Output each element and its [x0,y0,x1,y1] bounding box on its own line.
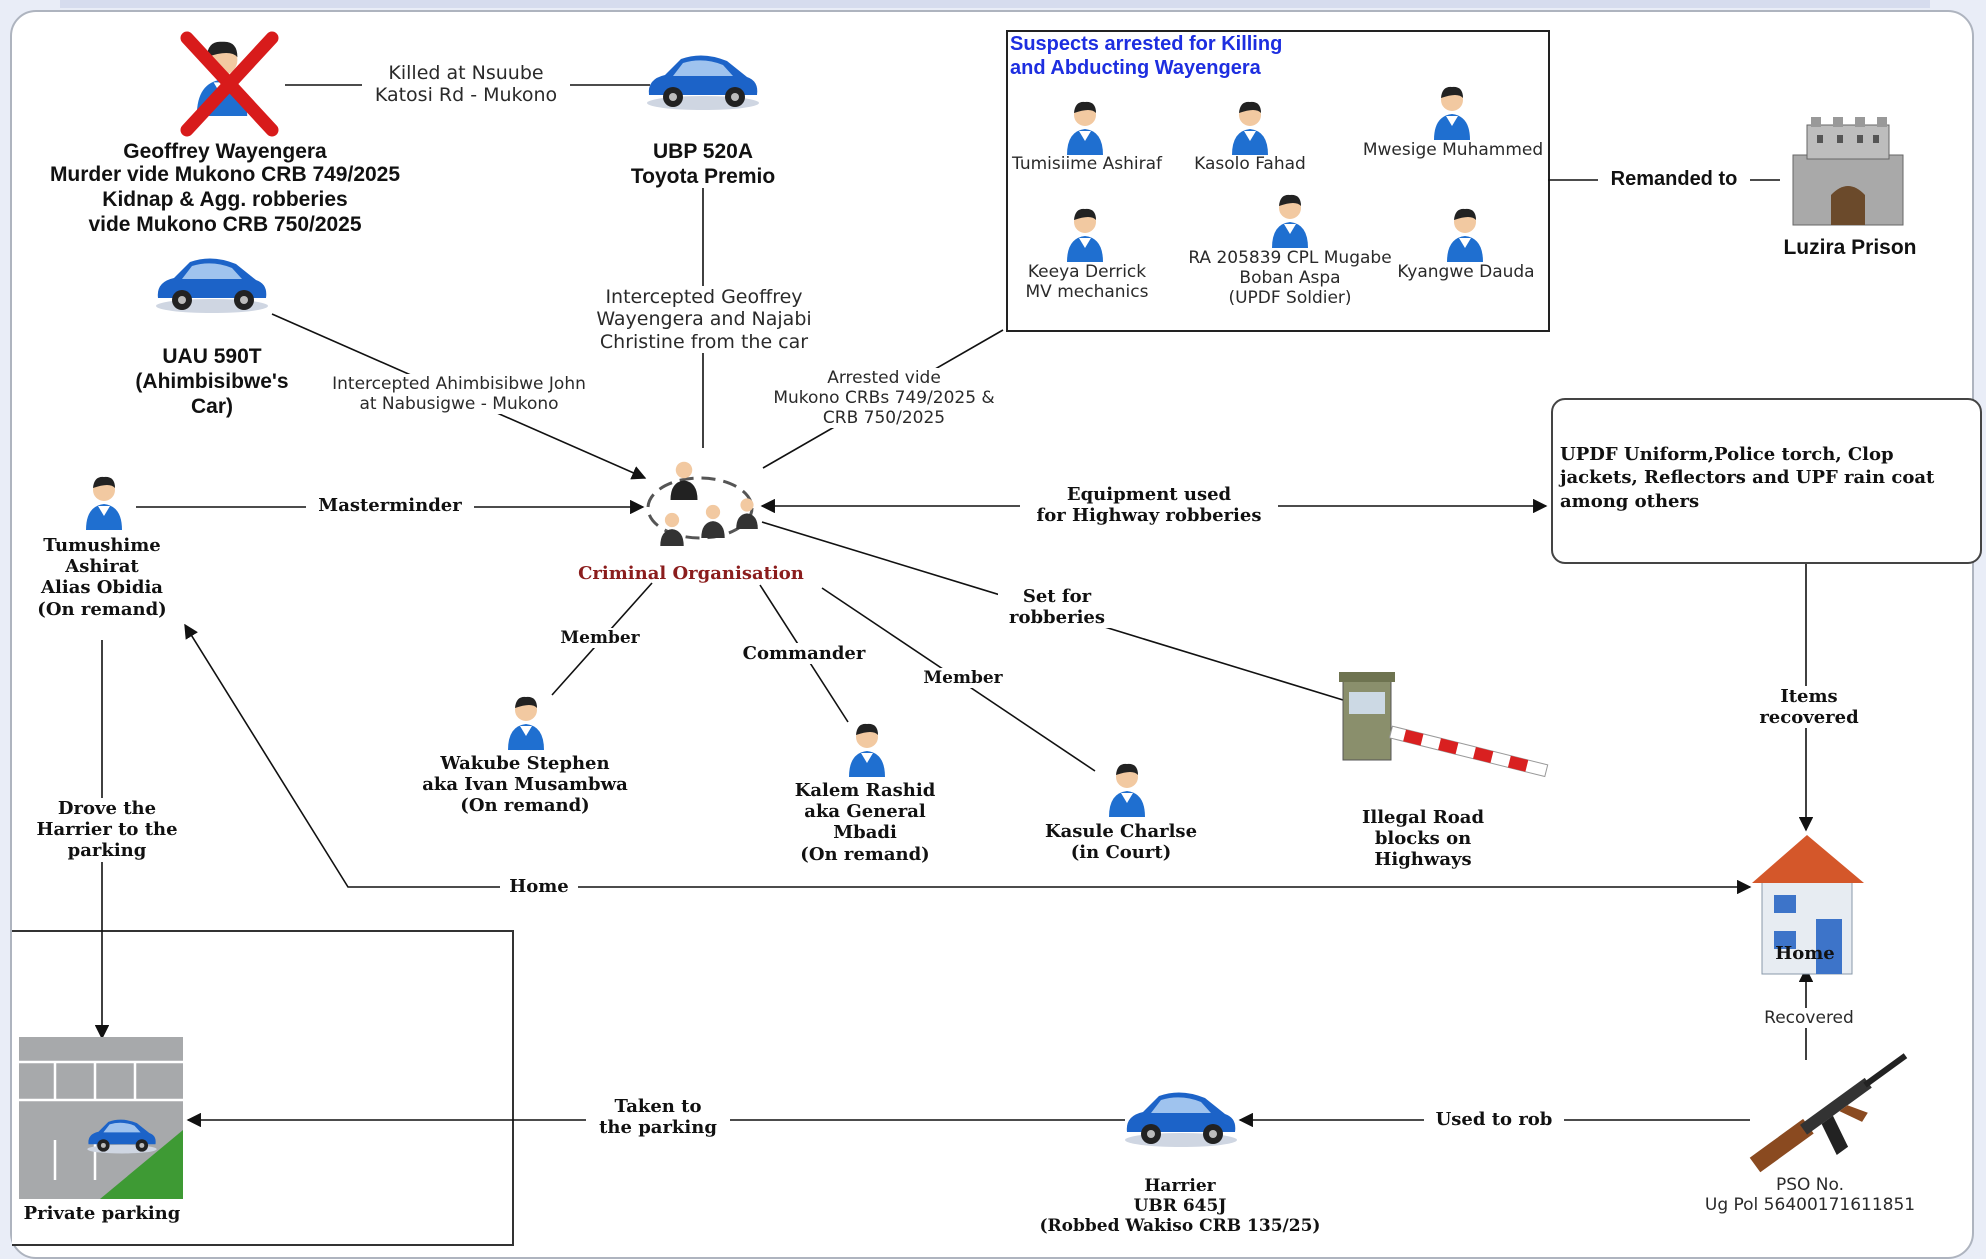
edge-home: Home [500,876,578,898]
prison-icon [1792,117,1904,226]
edge-member-1: Member [553,628,647,649]
home-label: Home [1775,943,1835,964]
edge-member-2: Member [912,668,1014,689]
edge-equipment-used: Equipment used for Highway robberies [1020,484,1278,527]
suspect-name: Mwesige Muhammed [1362,140,1544,160]
car-icon [1125,1092,1237,1147]
suspects-box [1006,30,1550,332]
edge-items-recovered: Items recovered [1745,686,1873,729]
suspect-name: Kasolo Fahad [1194,154,1306,174]
edge-commander: Commander [733,643,875,665]
car-icon [156,258,268,313]
prison-label: Luzira Prison [1783,236,1917,259]
person-icon [1067,101,1103,155]
masterminder-person: Tumushime Ashirat Alias Obidia (On reman… [37,535,167,620]
edge-recovered: Recovered [1752,1008,1866,1029]
victim-details: Murder vide Mukono CRB 749/2025 Kidnap &… [49,163,401,236]
person-icon [1434,86,1470,140]
suspect-name: Tumisiime Ashiraf [1012,154,1162,174]
member-kasule: Kasule Charlse (in Court) [1044,821,1198,864]
harrier-label: Harrier UBR 645J (Robbed Wakiso CRB 135/… [1039,1176,1321,1237]
ubp-car-label: UBP 520A Toyota Premio [630,140,776,188]
person-icon [508,696,544,750]
member-kalem: Kalem Rashid aka General Mbadi (On reman… [794,780,936,865]
parking-label: Private parking [23,1203,181,1224]
parking-lot-icon [19,1037,183,1199]
edge-arrested-vide: Arrested vide Mukono CRBs 749/2025 & CRB… [765,368,1003,429]
edge-remanded-to: Remanded to [1598,168,1750,192]
suspect-name: RA 205839 CPL Mugabe Boban Aspa (UPDF So… [1188,248,1392,309]
edge-intercepted-ahimbisibwe: Intercepted Ahimbisibwe John at Nabusigw… [320,374,598,415]
suspect-name: Kyangwe Dauda [1397,262,1535,282]
edge-killed-at: Killed at Nsuube Katosi Rd - Mukono [362,62,570,107]
organisation-label: Criminal Organisation [578,563,804,584]
equipment-text: UPDF Uniform,Police torch, Clop jackets,… [1560,444,1935,512]
victim-name: Geoffrey Wayengera [123,140,327,163]
equipment-box [1551,398,1982,564]
group-icon [646,461,758,546]
uau-car-label: UAU 590T (Ahimbisibwe's Car) [135,345,289,418]
road-barrier-icon [1339,672,1549,778]
person-icon [1232,101,1268,155]
person-icon [1272,194,1308,248]
suspect-name: Keeya Derrick MV mechanics [1025,262,1149,303]
person-icon [1109,763,1145,817]
rifle-icon [1749,1053,1908,1173]
edge-masterminder: Masterminder [306,495,474,517]
roadblock-label: Illegal Road blocks on Highways [1361,807,1485,871]
member-wakube: Wakube Stephen aka Ivan Musambwa (On rem… [422,753,628,817]
person-icon [86,476,122,530]
top-band [60,0,1930,8]
house-icon [1752,835,1864,975]
car-icon [647,55,759,110]
person-icon [849,723,885,777]
gun-label: PSO No. Ug Pol 56400171611851 [1704,1175,1916,1216]
edge-used-to-rob: Used to rob [1424,1109,1564,1131]
edge-intercepted-geoffrey: Intercepted Geoffrey Wayengera and Najab… [580,286,828,354]
suspects-title: Suspects arrested for Killing and Abduct… [1010,33,1283,79]
person-icon [1447,208,1483,262]
person-icon [1067,208,1103,262]
edge-drove-harrier: Drove the Harrier to the parking [28,798,186,862]
edge-taken-to-parking: Taken to the parking [586,1096,730,1139]
edge-set-for-robberies: Set for robberies [998,586,1116,629]
cross-icon [180,31,279,137]
